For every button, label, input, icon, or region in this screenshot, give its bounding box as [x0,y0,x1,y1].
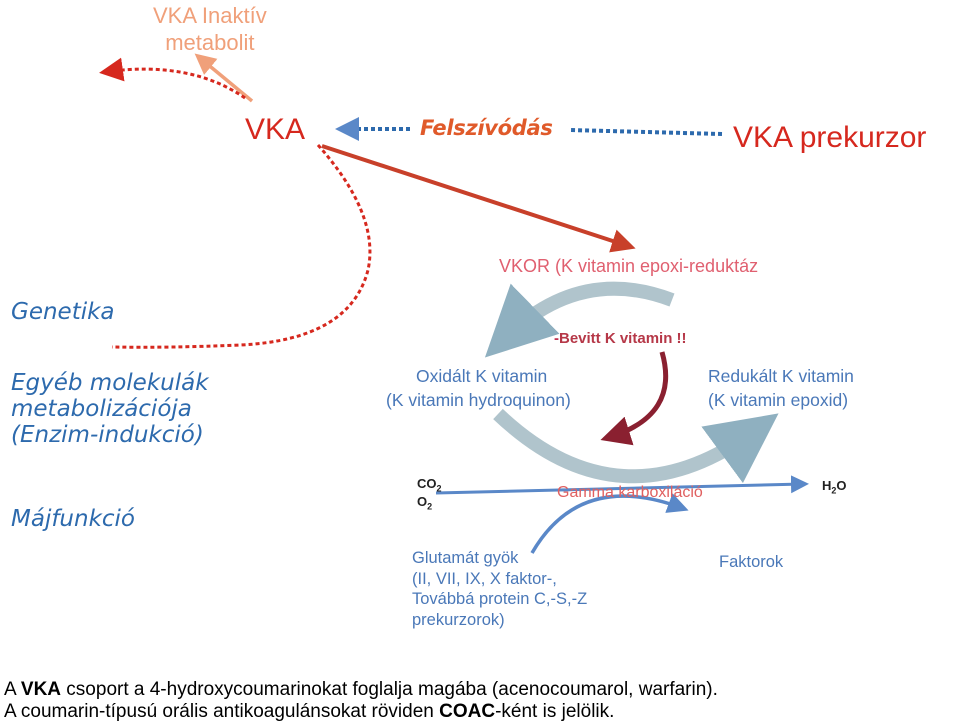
inactive-metabolite-label: VKA Inaktív metabolit [153,3,267,55]
genetics-label: Genetika [11,299,115,325]
genetics-dotted-curve [111,144,372,349]
oxidized-vitamin-k-label: Oxidált K vitamin (K vitamin hydroquinon… [386,366,571,410]
o2-label: O2 [417,494,433,512]
vka-label: VKA [245,113,306,146]
reduced-vitamin-k-label: Redukált K vitamin (K vitamin epoxid) [708,366,854,410]
caption-line-1: A VKA csoport a 4-hydroxycoumarinokat fo… [4,679,718,700]
gamma-carboxylation-label: Gamma karboxiláció [557,484,703,501]
carboxylation-arrow [435,475,809,495]
inhibition-arrow [321,144,636,253]
cycle-arrow-top [484,281,675,358]
absorption-arrow-right [569,128,723,136]
caption: A VKA csoport a 4-hydroxycoumarinokat fo… [4,679,718,723]
cycle-arrow-bottom [493,408,779,484]
liver-function-label: Májfunkció [11,506,136,532]
vitamin-k-intake-label: -Bevitt K vitamin !! [554,330,687,347]
caption-line-2: A coumarin-típusú orális antikoagulánsok… [4,701,615,722]
metabolism-dotted-arrow [99,57,246,100]
glutamate-label: Glutamát gyök (II, VII, IX, X faktor-, T… [412,549,588,629]
vka-precursor-label: VKA prekurzor [733,121,927,154]
glutamate-to-factors-arrow [530,493,689,554]
intake-arrow [600,351,669,446]
vkor-label: VKOR (K vitamin epoxi-reduktáz [499,256,759,276]
co2-label: CO2 [417,476,442,494]
h2o-label: H2O [822,478,847,496]
absorption-label: Felszívódás [420,116,553,140]
inactive-metabolite-arrow [194,53,254,103]
other-molecules-label: Egyéb molekulák metabolizációja (Enzim-i… [11,370,209,448]
factors-label: Faktorok [719,553,784,571]
